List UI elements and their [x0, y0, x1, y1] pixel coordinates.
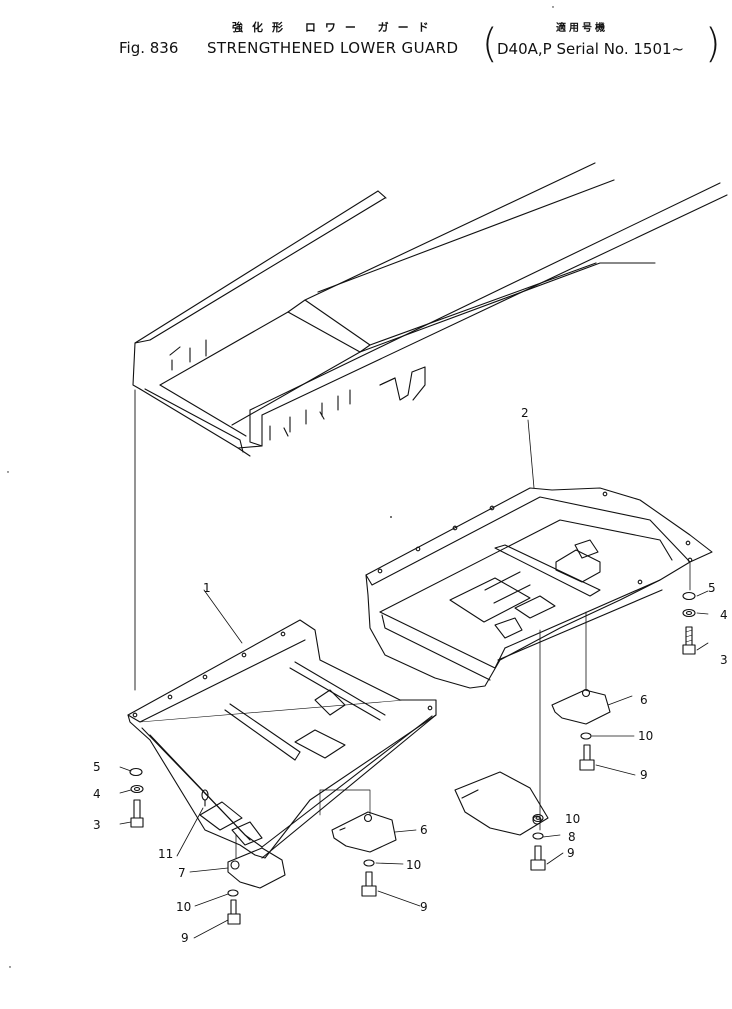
paren-open: ( [482, 21, 498, 67]
callout-1: 1 [203, 581, 211, 595]
track-frame [132, 162, 728, 457]
callout-8: 8 [568, 830, 576, 844]
callout-3-left: 3 [93, 818, 101, 832]
hardware [129, 562, 696, 925]
title-japanese: 強化形 ロワー ガード [232, 21, 438, 34]
callout-10-right: 10 [638, 729, 653, 743]
callout-10-left: 10 [176, 900, 191, 914]
callout-labels: 1 2 3 4 5 3 4 5 6 6 7 8 9 9 9 9 10 10 10… [93, 406, 728, 945]
paren-close: ) [705, 21, 721, 67]
callout-7: 7 [178, 866, 186, 880]
callout-9-far-right: 9 [567, 846, 575, 860]
callout-4-left: 4 [93, 787, 101, 801]
callout-5-right: 5 [708, 581, 716, 595]
scan-specks [7, 6, 554, 968]
applicable-japanese: 適用号機 [556, 23, 608, 34]
callout-9-right: 9 [640, 768, 648, 782]
callout-4-right: 4 [720, 608, 728, 622]
figure-title: STRENGTHENED LOWER GUARD [207, 39, 459, 57]
callout-5-left: 5 [93, 760, 101, 774]
callout-9-left: 9 [181, 931, 189, 945]
callout-6-right: 6 [640, 693, 648, 707]
callout-10-center: 10 [406, 858, 421, 872]
callout-2: 2 [521, 406, 529, 420]
guard-1 [127, 619, 437, 859]
callout-10-far-right: 10 [565, 812, 580, 826]
leader-lines [119, 419, 709, 939]
figure-header: 強化形 ロワー ガード 適用号機 Fig. 836 STRENGTHENED L… [0, 0, 732, 70]
serial-applicability: D40A,P Serial No. 1501~ [497, 40, 685, 58]
callout-11: 11 [158, 847, 173, 861]
callout-9-center: 9 [420, 900, 428, 914]
guard-2 [365, 487, 713, 689]
callout-3-right: 3 [720, 653, 728, 667]
callout-6-center: 6 [420, 823, 428, 837]
figure-number: Fig. 836 [119, 39, 179, 57]
